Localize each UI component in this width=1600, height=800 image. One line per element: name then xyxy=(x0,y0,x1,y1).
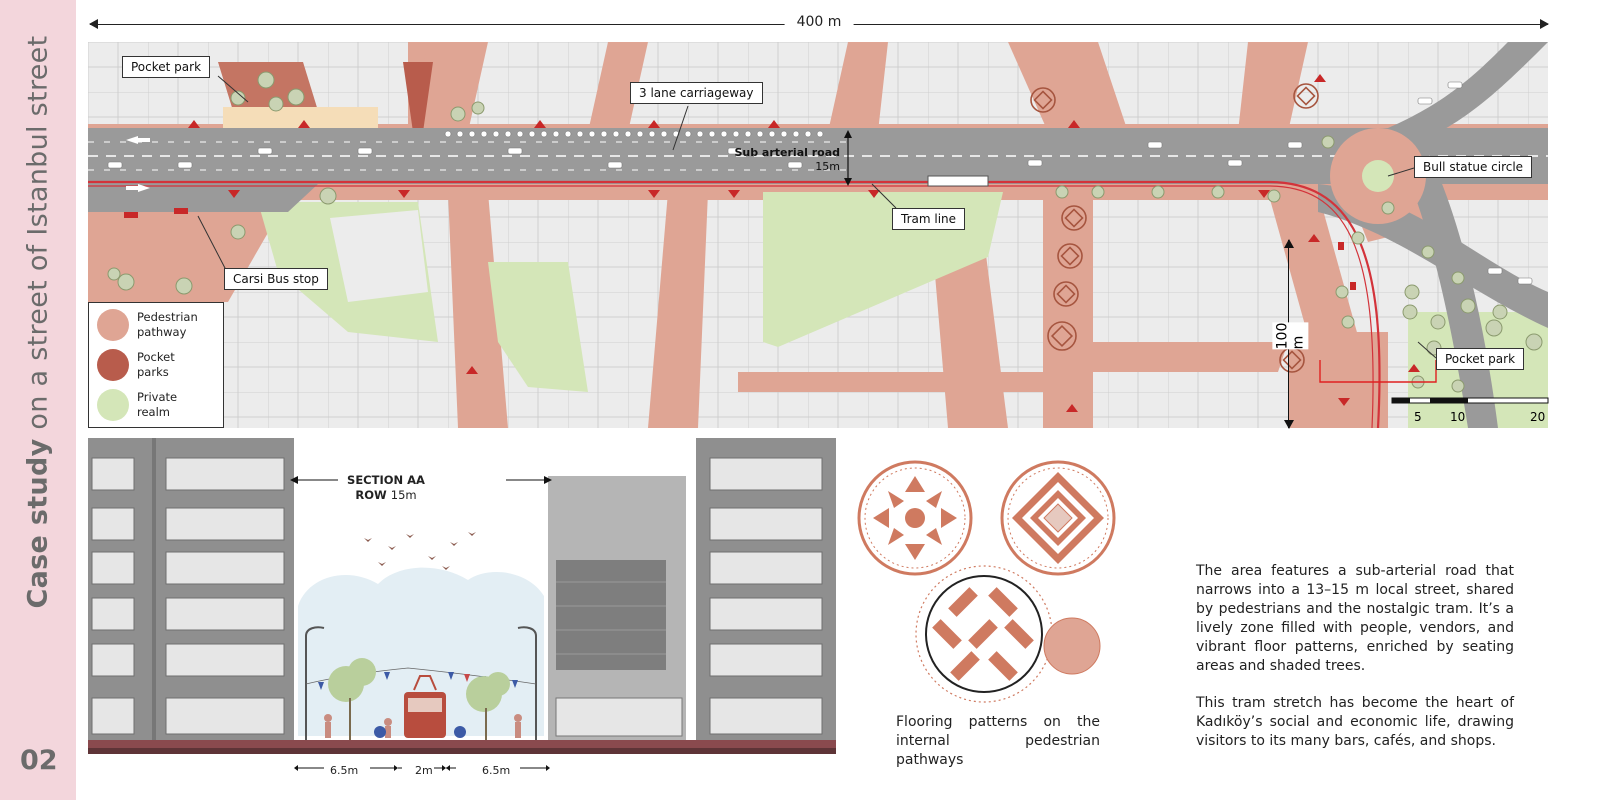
section-dim-center: 2m xyxy=(415,764,433,777)
description-paragraph-1: The area features a sub-arterial road th… xyxy=(1196,563,1514,674)
tram-line-callout: Tram line xyxy=(892,208,966,230)
pocket-park-right-callout: Pocket park xyxy=(1436,348,1525,370)
map-legend: Pedestrian pathway Pocket parks Private … xyxy=(88,302,224,428)
width-dimension: 400 m xyxy=(89,14,1549,34)
sidebar: Case study on a street of Istanbul stree… xyxy=(0,0,76,800)
bus-stop-callout: Carsi Bus stop xyxy=(224,268,328,290)
description-paragraph-2: This tram stretch has become the heart o… xyxy=(1196,695,1514,749)
diamond-pattern-icon xyxy=(1000,460,1116,576)
pocket-park-top-callout: Pocket park xyxy=(122,56,211,78)
pocket-park-swatch xyxy=(97,349,129,381)
star-pattern-icon xyxy=(857,460,973,576)
sub-arterial-label: Sub arterial road xyxy=(734,146,840,159)
legend-item-pocket-parks: Pocket parks xyxy=(97,349,207,381)
scale-bar: 5 10 20 xyxy=(1390,396,1550,428)
bull-statue-callout: Bull statue circle xyxy=(1414,156,1533,178)
scale-label-20: 20 xyxy=(1530,410,1546,424)
scale-bar-graphic xyxy=(1391,397,1549,404)
carriageway-callout: 3 lane carriageway xyxy=(630,82,763,104)
texture-pattern-icon xyxy=(1043,617,1101,675)
legend-label: Private realm xyxy=(137,390,178,419)
flooring-patterns xyxy=(852,456,1122,704)
section-dim-right: 6.5m xyxy=(482,764,511,777)
road-width-label: 15m xyxy=(815,160,840,173)
herringbone-pattern-icon xyxy=(915,565,1053,703)
private-realm-swatch xyxy=(97,389,129,421)
legend-label: Pedestrian pathway xyxy=(137,310,198,339)
description-text: The area features a sub-arterial road th… xyxy=(1196,562,1514,769)
legend-item-private-realm: Private realm xyxy=(97,389,207,421)
pedestrian-swatch xyxy=(97,309,129,341)
legend-item-pedestrian: Pedestrian pathway xyxy=(97,309,207,341)
arrow-right-icon xyxy=(1540,19,1549,29)
arrow-up-icon xyxy=(1284,239,1294,248)
arrow-left-icon xyxy=(89,19,98,29)
legend-label: Pocket parks xyxy=(137,350,175,379)
arrow-down-icon xyxy=(1284,420,1294,429)
height-dimension-label: 100 m xyxy=(1272,322,1309,350)
width-dimension-label: 400 m xyxy=(784,14,854,30)
patterns-caption: Flooring patterns on the internal pedest… xyxy=(896,714,1100,768)
scale-label-10: 10 xyxy=(1450,410,1466,424)
section-dim-left: 6.5m xyxy=(330,764,359,777)
street-section xyxy=(88,436,836,754)
page-title: Case study on a street of Istanbul stree… xyxy=(22,35,54,609)
site-plan-drawing xyxy=(88,42,1548,428)
flooring-patterns-graphic xyxy=(857,460,1116,703)
scale-label-5: 5 xyxy=(1414,410,1422,424)
height-dimension: 100 m xyxy=(1272,239,1309,429)
page-number: 02 xyxy=(20,745,58,776)
site-plan: Pocket park 3 lane carriageway Sub arter… xyxy=(88,42,1548,428)
section-dimension-lines xyxy=(294,765,550,771)
street-section-drawing xyxy=(88,438,836,754)
